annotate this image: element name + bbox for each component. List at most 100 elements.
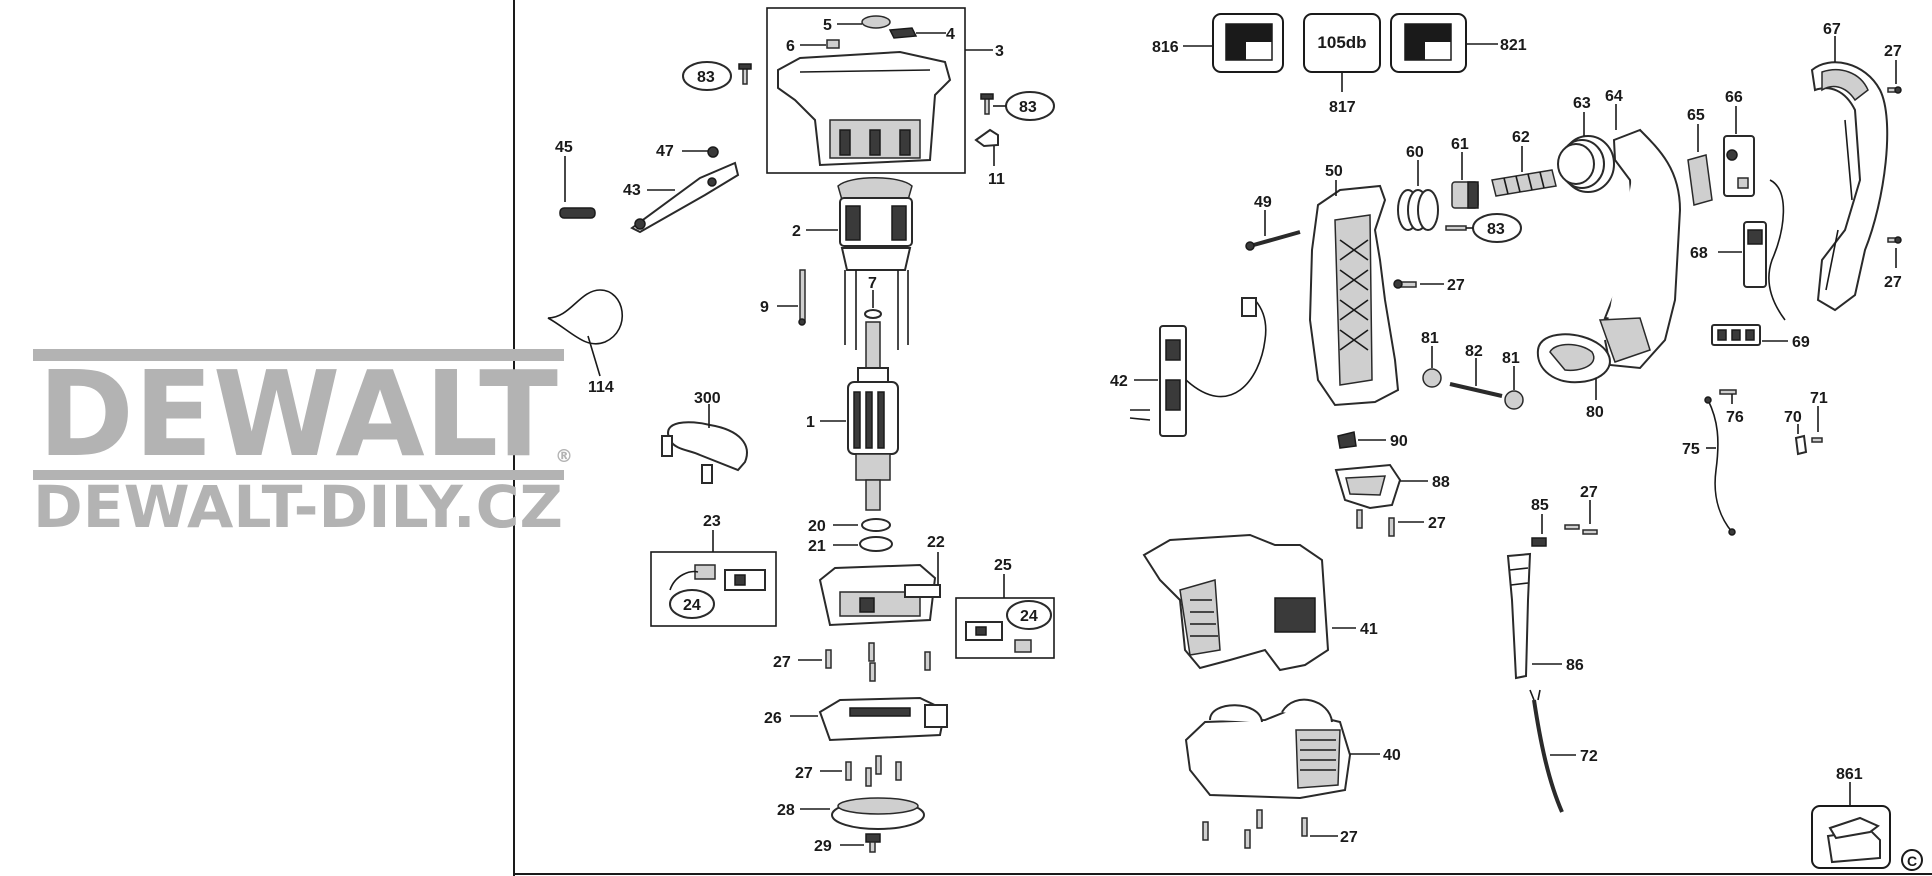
label-43: 43 (623, 182, 641, 199)
part-50-housing: 50 (1308, 163, 1400, 407)
label-50: 50 (1325, 163, 1343, 180)
part-25-box: 25 24 (955, 557, 1055, 659)
part-3-gearbox: 3 5 4 6 (766, 7, 1004, 174)
label-40: 40 (1383, 747, 1401, 764)
part-40-base: 40 (1184, 698, 1401, 800)
part-62-cylinder: 62 (1491, 129, 1557, 197)
label-62: 62 (1512, 129, 1530, 146)
badge-817: 105db 817 (1303, 13, 1381, 116)
part-42-module: 42 (1110, 297, 1267, 437)
part-114-loop: 114 (547, 289, 623, 396)
label-27g: 27 (1340, 829, 1358, 846)
label-67: 67 (1823, 21, 1841, 38)
label-29: 29 (814, 838, 832, 855)
label-80: 80 (1586, 404, 1604, 421)
label-26: 26 (764, 710, 782, 727)
part-88-cover: 88 (1334, 463, 1450, 510)
label-114: 114 (588, 379, 614, 396)
part-27-screws-67: 27 27 (1884, 43, 1902, 291)
part-1-armature: 1 (806, 321, 899, 511)
part-60-spring: 60 (1397, 144, 1439, 231)
part-300-clip: 300 (661, 390, 748, 484)
part-27-screws-center-2: 27 (795, 755, 902, 787)
label-83b: 83 (1019, 99, 1037, 116)
label-81b: 81 (1502, 350, 1520, 367)
label-821: 821 (1500, 37, 1527, 54)
label-27h: 27 (1580, 484, 1598, 501)
label-300: 300 (694, 390, 721, 407)
watermark: DEWALT ® DEWALT-DILY.CZ (33, 345, 573, 541)
part-2-stator: 2 (792, 177, 913, 350)
label-27a: 27 (773, 654, 791, 671)
part-49-bolt: 49 (1245, 194, 1301, 251)
label-69: 69 (1792, 334, 1810, 351)
part-23-box: 23 24 (650, 513, 777, 627)
watermark-brand: DEWALT (38, 345, 558, 483)
part-27-screws-center-1: 27 (773, 642, 931, 682)
label-70: 70 (1784, 409, 1802, 426)
part-83-left: 83 (682, 61, 752, 91)
label-20: 20 (808, 518, 826, 535)
part-43-lever: 45 43 47 (555, 139, 740, 234)
watermark-registered: ® (555, 446, 573, 467)
badge-816: 816 (1152, 13, 1284, 73)
part-83-right: 83 (980, 91, 1055, 121)
part-9-rod: 9 (760, 269, 806, 326)
label-3: 3 (995, 43, 1004, 60)
label-816: 816 (1152, 39, 1179, 56)
label-27d: 27 (1884, 43, 1902, 60)
part-61-block: 61 (1451, 136, 1479, 209)
badge-817-text: 105db (1317, 33, 1366, 52)
watermark-site: DEWALT-DILY.CZ (33, 473, 563, 541)
label-66: 66 (1725, 89, 1743, 106)
label-60: 60 (1406, 144, 1424, 161)
label-61: 61 (1451, 136, 1469, 153)
label-6: 6 (786, 38, 795, 55)
part-67-handle: 67 (1810, 21, 1889, 312)
label-45: 45 (555, 139, 573, 156)
badge-821: 821 (1390, 13, 1527, 73)
label-64: 64 (1605, 88, 1623, 105)
part-86-sleeve: 86 (1506, 552, 1584, 680)
part-90-clip: 90 (1337, 431, 1408, 450)
part-66-switch: 66 (1723, 89, 1755, 197)
label-22: 22 (927, 534, 945, 551)
label-81a: 81 (1421, 330, 1439, 347)
label-28: 28 (777, 802, 795, 819)
part-85-screw: 85 27 (1531, 484, 1598, 547)
label-90: 90 (1390, 433, 1408, 450)
part-76-pin: 76 (1719, 389, 1744, 426)
label-27e: 27 (1884, 274, 1902, 291)
part-861-case: 861 (1811, 766, 1891, 869)
label-861: 861 (1836, 766, 1863, 783)
part-29-screw: 29 (814, 833, 881, 855)
label-27c: 27 (1447, 277, 1465, 294)
part-41-housing: 41 (1142, 533, 1378, 672)
label-65: 65 (1687, 107, 1705, 124)
part-64-handle: 64 (1598, 88, 1682, 370)
label-41: 41 (1360, 621, 1378, 638)
label-83a: 83 (697, 69, 715, 86)
label-76: 76 (1726, 409, 1744, 426)
part-11-bracket: 11 (974, 128, 1005, 188)
label-68: 68 (1690, 245, 1708, 262)
part-69-connector: 69 (1711, 324, 1810, 351)
label-7: 7 (868, 275, 877, 292)
label-88: 88 (1432, 474, 1450, 491)
part-26-plate: 26 (764, 696, 948, 742)
part-22-housing: 22 (818, 534, 945, 627)
part-27-screw-50: 27 (1393, 277, 1465, 294)
part-70-71: 70 71 (1784, 390, 1828, 456)
label-9: 9 (760, 299, 769, 316)
label-63: 63 (1573, 95, 1591, 112)
label-85: 85 (1531, 497, 1549, 514)
label-83c: 83 (1487, 221, 1505, 238)
part-65-grip: 65 (1687, 107, 1713, 206)
part-72-cable: 72 (1529, 689, 1598, 813)
part-68-module: 68 (1690, 179, 1786, 321)
label-11: 11 (988, 171, 1005, 188)
label-27b: 27 (795, 765, 813, 782)
label-24a: 24 (683, 597, 701, 614)
label-49: 49 (1254, 194, 1272, 211)
copyright-letter: C (1907, 853, 1917, 869)
